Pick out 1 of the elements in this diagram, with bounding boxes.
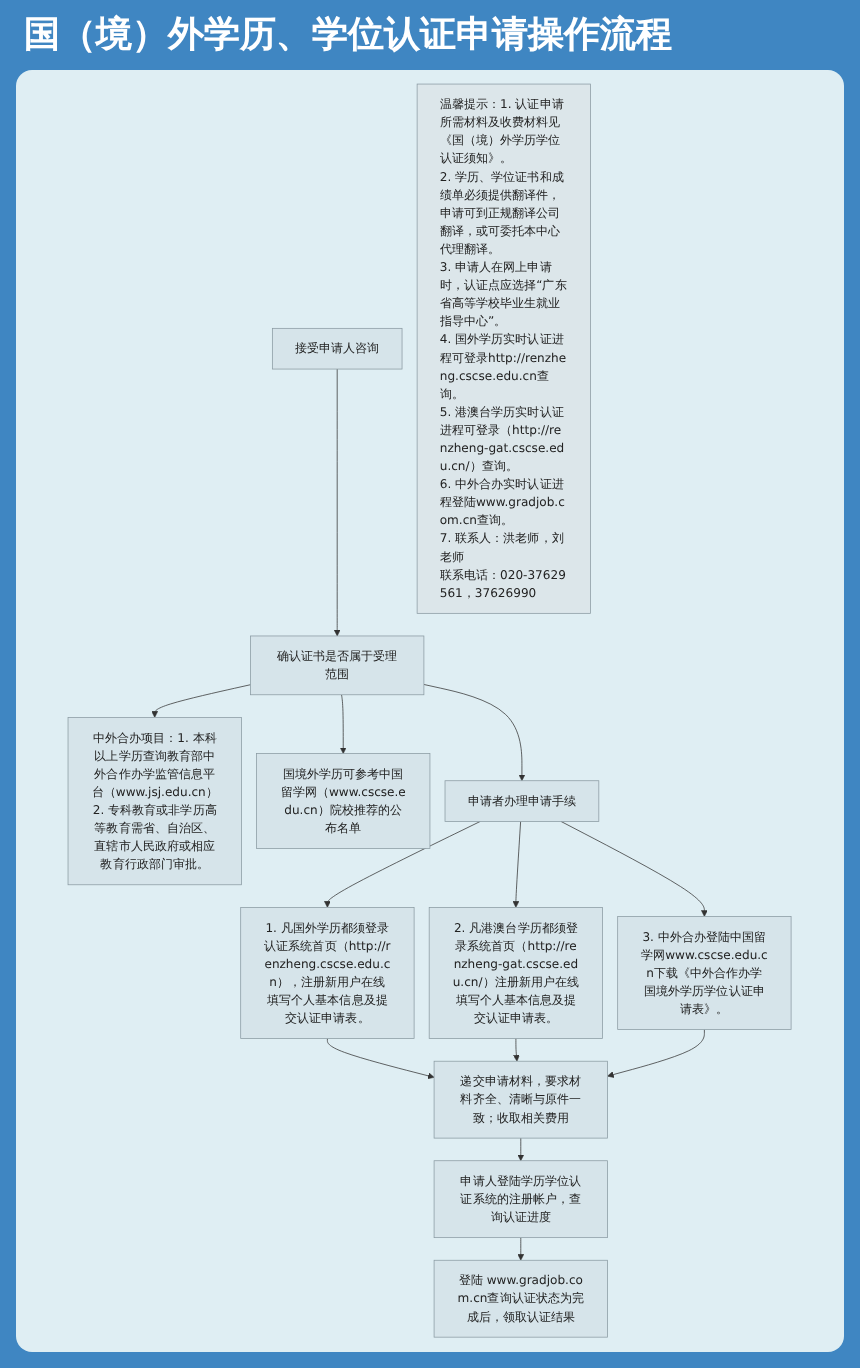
title: 国（境）外学历、学位认证申请操作流程: [22, 12, 674, 60]
